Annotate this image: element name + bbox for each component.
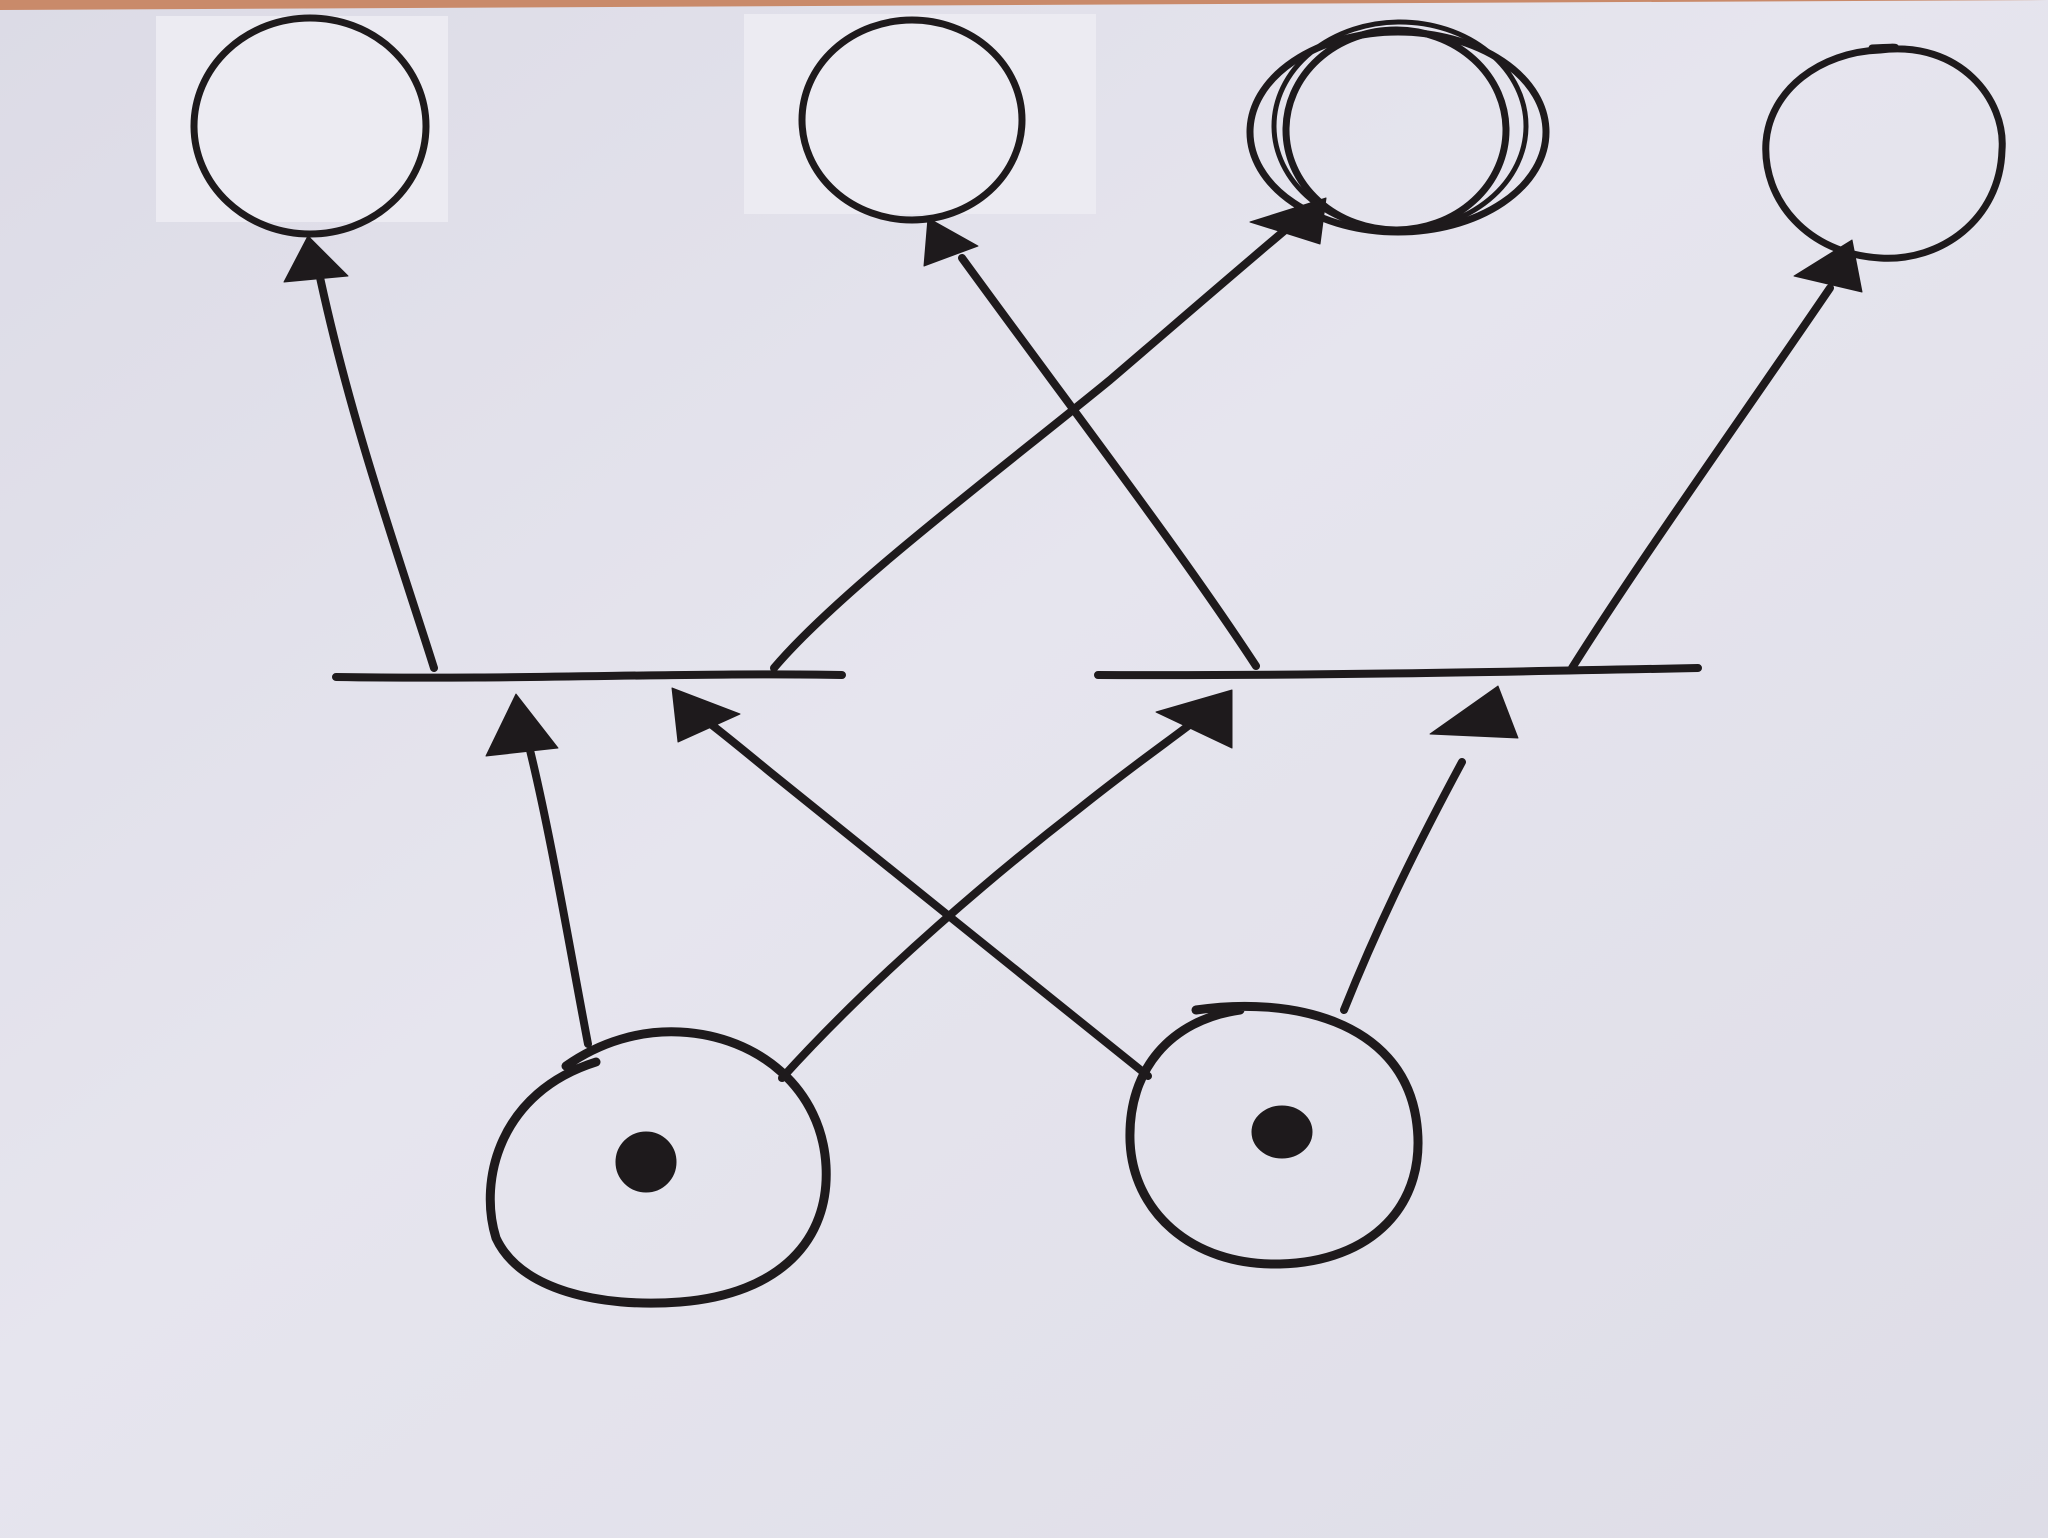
input-node-2 bbox=[1125, 1001, 1423, 1269]
correction-patch-1 bbox=[156, 16, 448, 222]
output-node-1 bbox=[190, 14, 430, 238]
filled-dot-icon bbox=[615, 1131, 677, 1193]
edge-factor2-to-output2 bbox=[923, 217, 1260, 670]
arrowhead-icon bbox=[1155, 689, 1233, 749]
edge-factor1-to-output1 bbox=[283, 235, 438, 672]
output-node-4 bbox=[1762, 43, 2006, 262]
edge-input1-to-factor1 bbox=[485, 693, 592, 1048]
output-node-3 bbox=[1246, 19, 1550, 236]
arrowhead-icon bbox=[283, 235, 349, 283]
edge-factor2-to-output4 bbox=[1568, 239, 1863, 672]
edge-input1-to-factor2 bbox=[778, 689, 1233, 1082]
correction-patch-2 bbox=[744, 14, 1096, 214]
edge-input2-to-factor1 bbox=[671, 687, 1152, 1080]
arrowhead-icon bbox=[923, 217, 979, 267]
arrowhead-icon bbox=[1429, 685, 1519, 739]
arrowhead-icon bbox=[485, 693, 559, 757]
input-node-1 bbox=[485, 1027, 831, 1308]
factor-bar-1 bbox=[332, 670, 846, 682]
arrowhead-icon bbox=[1793, 239, 1863, 293]
output-node-2 bbox=[798, 16, 1026, 224]
arrowhead-icon bbox=[671, 687, 741, 743]
edge-input2-to-factor2 bbox=[1340, 685, 1519, 1014]
factor-bar-2 bbox=[1094, 664, 1702, 680]
arrowhead-icon bbox=[1249, 197, 1327, 245]
edge-factor1-to-output3 bbox=[770, 197, 1327, 672]
filled-dot-icon bbox=[1251, 1105, 1313, 1159]
